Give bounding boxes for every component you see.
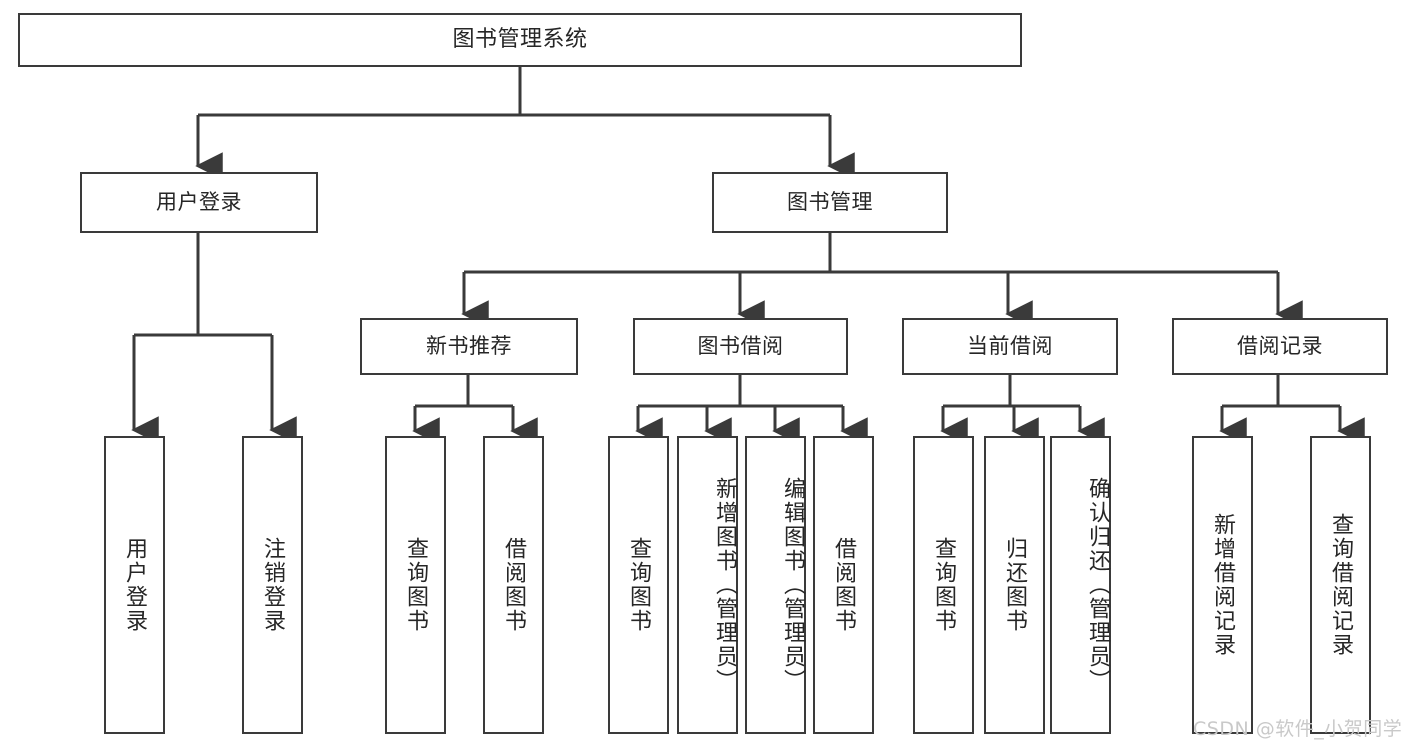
leaf-return-book-label: 归还图书: [1002, 537, 1028, 633]
leaf-borrow-book-borrow-label: 借阅图书: [831, 537, 857, 633]
leaf-user-login-label: 用户登录: [122, 537, 148, 633]
leaf-query-book-borrow[interactable]: 查询图书: [608, 436, 669, 734]
leaf-confirm-return[interactable]: 确认归还（管理员）: [1050, 436, 1111, 734]
node-new-book-recommend-label: 新书推荐: [426, 333, 512, 358]
node-user-login-label: 用户登录: [156, 189, 242, 214]
node-current-borrow-label: 当前借阅: [967, 333, 1053, 358]
leaf-query-borrow-record[interactable]: 查询借阅记录: [1310, 436, 1371, 734]
leaf-confirm-return-label: 确认归还（管理员）: [1085, 477, 1110, 693]
leaf-query-book-current[interactable]: 查询图书: [913, 436, 974, 734]
node-current-borrow[interactable]: 当前借阅: [902, 318, 1118, 375]
leaf-add-book-label: 新增图书（管理员）: [712, 477, 737, 693]
watermark: CSDN @软件_小贺同学: [1193, 718, 1403, 740]
node-new-book-recommend[interactable]: 新书推荐: [360, 318, 578, 375]
node-user-login[interactable]: 用户登录: [80, 172, 318, 233]
leaf-user-logout[interactable]: 注销登录: [242, 436, 303, 734]
leaf-edit-book[interactable]: 编辑图书（管理员）: [745, 436, 806, 734]
leaf-edit-book-label: 编辑图书（管理员）: [780, 477, 805, 693]
leaf-query-book-newbook[interactable]: 查询图书: [385, 436, 446, 734]
leaf-user-logout-label: 注销登录: [260, 537, 286, 633]
leaf-user-login[interactable]: 用户登录: [104, 436, 165, 734]
leaf-add-borrow-record[interactable]: 新增借阅记录: [1192, 436, 1253, 734]
leaf-add-book[interactable]: 新增图书（管理员）: [677, 436, 738, 734]
leaf-borrow-book-newbook-label: 借阅图书: [501, 537, 527, 633]
leaf-query-book-borrow-label: 查询图书: [626, 537, 652, 633]
node-borrow-records[interactable]: 借阅记录: [1172, 318, 1388, 375]
leaf-borrow-book-newbook[interactable]: 借阅图书: [483, 436, 544, 734]
leaf-borrow-book-borrow[interactable]: 借阅图书: [813, 436, 874, 734]
node-root-label: 图书管理系统: [452, 26, 588, 52]
leaf-add-borrow-record-label: 新增借阅记录: [1210, 513, 1236, 657]
node-book-borrow-label: 图书借阅: [697, 333, 784, 358]
leaf-query-borrow-record-label: 查询借阅记录: [1328, 513, 1354, 657]
node-book-management[interactable]: 图书管理: [712, 172, 948, 233]
node-book-borrow[interactable]: 图书借阅: [633, 318, 848, 375]
leaf-query-book-newbook-label: 查询图书: [403, 537, 429, 633]
node-borrow-records-label: 借阅记录: [1237, 333, 1323, 358]
node-root[interactable]: 图书管理系统: [18, 13, 1022, 67]
leaf-return-book[interactable]: 归还图书: [984, 436, 1045, 734]
node-book-management-label: 图书管理: [787, 189, 873, 214]
leaf-query-book-current-label: 查询图书: [931, 537, 957, 633]
